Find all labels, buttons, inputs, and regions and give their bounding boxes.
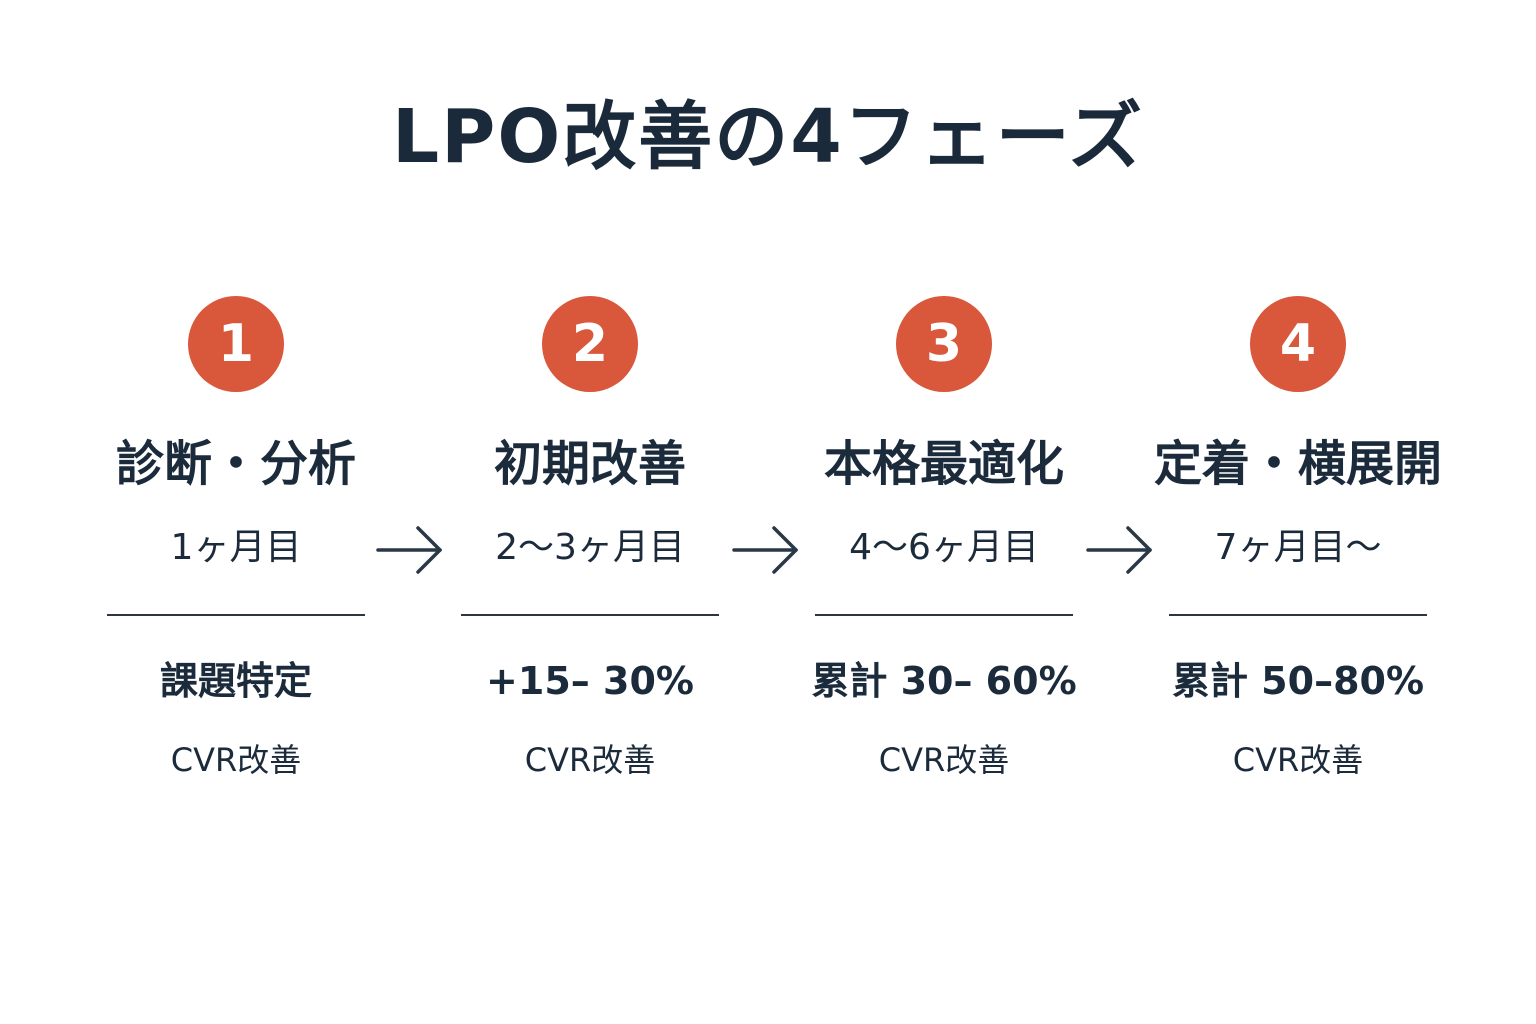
phase-metric: CVR改善	[170, 741, 302, 779]
page-title: LPO改善の4フェーズ	[391, 94, 1145, 180]
phase-number-badge: 1	[188, 296, 284, 392]
phase-period: 2〜3ヶ月目	[495, 527, 685, 568]
phase-divider	[461, 614, 719, 616]
phase-result: +15– 30%	[486, 659, 694, 703]
phase-period: 4〜6ヶ月目	[849, 527, 1039, 568]
arrow-right-icon	[376, 526, 442, 574]
phase-divider	[1169, 614, 1427, 616]
phase-divider	[107, 614, 365, 616]
phase-metric: CVR改善	[1232, 741, 1364, 779]
phase-result: 累計 30– 60%	[811, 659, 1077, 703]
phase-metric: CVR改善	[524, 741, 656, 779]
phase-name: 初期改善	[493, 436, 686, 492]
phase-result: 累計 50–80%	[1171, 659, 1425, 703]
phase-1: 1 診断・分析 1ヶ月目 課題特定 CVR改善	[86, 296, 386, 782]
phase-metric: CVR改善	[878, 741, 1010, 779]
phase-period: 1ヶ月目	[170, 527, 302, 568]
phase-number-badge: 4	[1250, 296, 1346, 392]
phase-name: 定着・横展開	[1153, 436, 1442, 492]
phase-name: 本格最適化	[823, 436, 1064, 492]
arrow-right-icon	[1086, 526, 1152, 574]
phase-divider	[815, 614, 1073, 616]
phase-period: 7ヶ月目〜	[1214, 527, 1382, 568]
arrow-right-icon	[732, 526, 798, 574]
phase-name: 診断・分析	[115, 436, 356, 492]
phase-2: 2 初期改善 2〜3ヶ月目 +15– 30% CVR改善	[440, 296, 740, 782]
phase-number-badge: 3	[896, 296, 992, 392]
phase-3: 3 本格最適化 4〜6ヶ月目 累計 30– 60% CVR改善	[794, 296, 1094, 782]
phase-4: 4 定着・横展開 7ヶ月目〜 累計 50–80% CVR改善	[1148, 296, 1448, 782]
phase-number-badge: 2	[542, 296, 638, 392]
phase-result: 課題特定	[159, 659, 312, 703]
